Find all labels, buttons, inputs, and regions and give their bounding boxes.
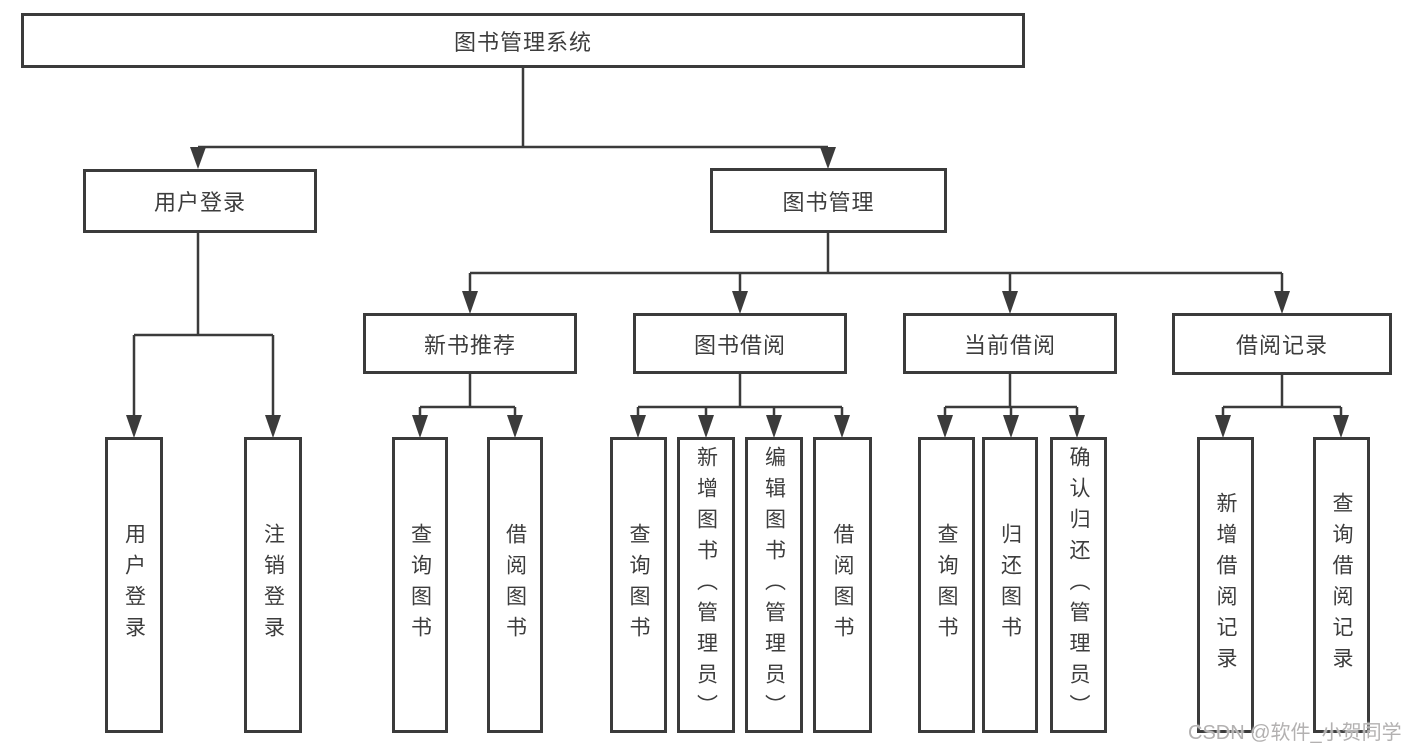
- leaf-nbr-query-books: 查询图书: [392, 437, 448, 733]
- arrowheads: [126, 147, 1349, 438]
- leaf-nbr-borrow-books: 借阅图书: [487, 437, 543, 733]
- leaf-logout: 注销登录: [244, 437, 302, 733]
- node-book-management: 图书管理: [710, 168, 947, 233]
- leaf-cb-query-books: 查询图书: [918, 437, 975, 733]
- node-borrow-records: 借阅记录: [1172, 313, 1392, 375]
- leaf-bb-edit-books-admin: 编辑图书（管理员）: [745, 437, 803, 733]
- node-current-borrowing: 当前借阅: [903, 313, 1117, 374]
- node-library-system: 图书管理系统: [21, 13, 1025, 68]
- node-user-login: 用户登录: [83, 169, 317, 233]
- leaf-cb-return-books: 归还图书: [982, 437, 1038, 733]
- leaf-bb-add-books-admin: 新增图书（管理员）: [677, 437, 735, 733]
- watermark: CSDN @软件_小贺同学: [1188, 722, 1402, 744]
- node-new-book-recommend: 新书推荐: [363, 313, 577, 374]
- leaf-br-add-record: 新增借阅记录: [1197, 437, 1254, 733]
- leaf-br-query-record: 查询借阅记录: [1313, 437, 1370, 733]
- leaf-bb-borrow-books: 借阅图书: [813, 437, 872, 733]
- leaf-bb-query-books: 查询图书: [610, 437, 667, 733]
- leaf-cb-confirm-return-admin: 确认归还（管理员）: [1050, 437, 1107, 733]
- node-book-borrowing: 图书借阅: [633, 313, 847, 374]
- leaf-user-login: 用户登录: [105, 437, 163, 733]
